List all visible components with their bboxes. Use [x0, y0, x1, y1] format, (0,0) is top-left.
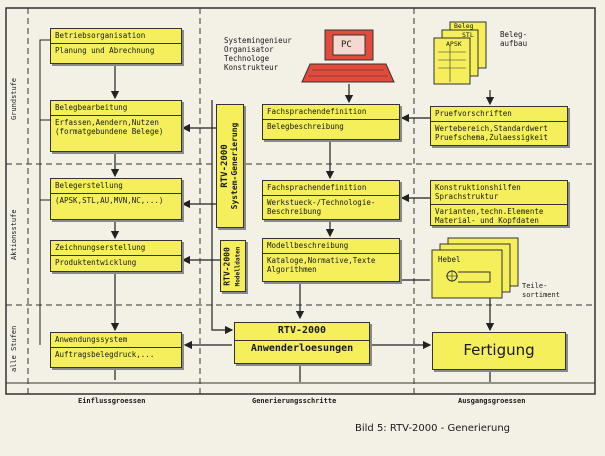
- box-konstruktionshilfen: Konstruktionshilfen Sprachstruktur Varia…: [430, 180, 568, 226]
- box-fachsprache-werkstueck: Fachsprachendefinition Werkstueck-/Techn…: [262, 180, 400, 220]
- beleg-aufbau-label: Beleg- aufbau: [500, 30, 527, 48]
- box-text: Auftragsbelegdruck,...: [55, 350, 155, 359]
- box-fertigung: Fertigung: [432, 332, 566, 370]
- teile-sortiment-label: Teile- sortiment: [522, 282, 560, 300]
- box-text: Beschreibung: [267, 207, 322, 216]
- stack-label-stl: STL: [462, 31, 474, 39]
- box-text: Material- und Kopfdaten: [435, 216, 539, 225]
- box-betriebsorganisation: Betriebsorganisation Planung und Abrechn…: [50, 28, 182, 64]
- box-fachsprache-beleg: Fachsprachendefinition Belegbeschreibung: [262, 104, 400, 140]
- vbox-title: RTV-2000: [222, 247, 232, 286]
- box-belegerstellung: Belegerstellung (APSK,STL,AU,MVN,NC,...): [50, 178, 182, 220]
- hebel-label: Hebel: [438, 255, 461, 264]
- column-label-einfluss: Einflussgroessen: [78, 397, 146, 405]
- hebel-stack-icon: [431, 237, 519, 299]
- box-anwendungssystem: Anwendungssystem Auftragsbelegdruck,...: [50, 332, 182, 368]
- box-belegbearbeitung: Belegbearbeitung Erfassen,Aendern,Nutzen…: [50, 100, 182, 152]
- label-line: Beleg-: [500, 30, 528, 39]
- person-role: Konstrukteur: [224, 63, 279, 72]
- box-title: Betriebsorganisation: [55, 31, 146, 40]
- rtv-system-generierung-box: [216, 104, 244, 228]
- box-text: Wertebereich,Standardwert: [435, 124, 548, 133]
- rtv-modelldaten-box: [220, 240, 246, 292]
- box-zeichnungserstellung: Zeichnungserstellung Produktentwicklung: [50, 240, 182, 272]
- box-text: Algorithmen: [267, 265, 317, 274]
- box-text: Erfassen,Aendern,Nutzen: [55, 118, 159, 127]
- rtv-system-generierung-label: RTV-2000 System-Generierung: [220, 104, 240, 228]
- box-text: (APSK,STL,AU,MVN,NC,...): [55, 196, 164, 205]
- box-title: Pruefvorschriften: [435, 109, 512, 118]
- box-title: Belegbearbeitung: [55, 103, 128, 112]
- box-title: Fachsprachendefinition: [267, 107, 367, 116]
- stage-label-grund: Grundstufe: [10, 77, 18, 120]
- box-text: Sprachstruktur: [435, 192, 499, 201]
- box-rtv-anwenderloesungen: RTV-2000 Anwenderloesungen: [234, 322, 370, 364]
- stage-label-aktion: Aktionsstufe: [10, 209, 18, 260]
- box-title: Belegerstellung: [55, 181, 123, 190]
- rtv-modelldaten-label: RTV-2000 Modelldaten: [223, 241, 244, 293]
- people-list: Systemingenieur Organisator Technologe K…: [224, 36, 292, 72]
- pc-icon: [301, 29, 395, 83]
- vbox-subtitle: System-Generierung: [230, 122, 239, 210]
- pc-label: PC: [341, 40, 352, 50]
- column-label-ausgang: Ausgangsgroessen: [458, 397, 526, 405]
- person-role: Technologe: [224, 54, 270, 63]
- stack-label-beleg: Beleg: [454, 22, 474, 30]
- box-text: Anwenderloesungen: [250, 343, 354, 354]
- box-title: RTV-2000: [277, 325, 327, 336]
- box-text: Produktentwicklung: [55, 258, 137, 267]
- box-text: Varianten,techn.Elemente: [435, 207, 544, 216]
- box-title: Anwendungssystem: [55, 335, 128, 344]
- stack-label-apsk: APSK: [446, 40, 462, 48]
- box-title: Fertigung: [463, 341, 535, 359]
- box-text: Belegbeschreibung: [267, 122, 344, 131]
- box-text: (formatgebundene Belege): [55, 127, 164, 136]
- box-pruefvorschriften: Pruefvorschriften Wertebereich,Standardw…: [430, 106, 568, 146]
- label-line: Teile-: [522, 282, 548, 290]
- box-text: Planung und Abrechnung: [55, 46, 155, 55]
- caption: Bild 5: RTV-2000 - Generierung: [355, 423, 511, 434]
- label-line: aufbau: [500, 39, 528, 48]
- box-title: Fachsprachendefinition: [267, 183, 367, 192]
- box-text: Kataloge,Normative,Texte: [267, 256, 376, 265]
- stage-label-alle: alle Stufen: [10, 325, 18, 372]
- person-role: Organisator: [224, 45, 274, 54]
- box-text: Pruefschema,Zulaessigkeit: [435, 133, 548, 142]
- beleg-stack-icon: [433, 21, 487, 85]
- person-role: Systemingenieur: [224, 36, 292, 45]
- vbox-subtitle: Modelldaten: [234, 246, 242, 287]
- box-title: Konstruktionshilfen: [435, 183, 521, 192]
- box-title: Modellbeschreibung: [267, 241, 349, 250]
- box-title: Zeichnungserstellung: [55, 243, 146, 252]
- column-label-generierung: Generierungsschritte: [252, 397, 337, 405]
- label-line: sortiment: [522, 291, 560, 299]
- box-modellbeschreibung: Modellbeschreibung Kataloge,Normative,Te…: [262, 238, 400, 282]
- vbox-title: RTV-2000: [220, 144, 230, 188]
- box-text: Werkstueck-/Technologie-: [267, 198, 376, 207]
